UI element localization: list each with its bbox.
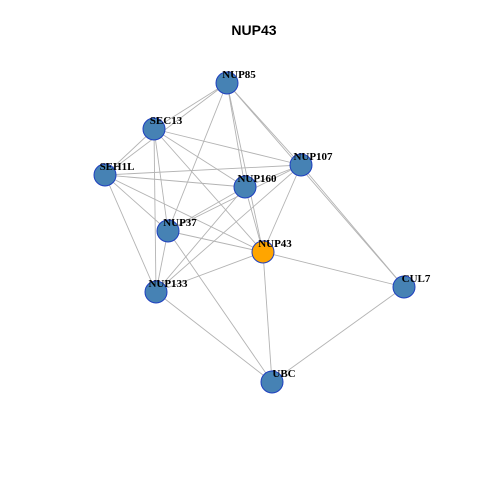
node-label-nup43: NUP43 [258, 238, 292, 250]
node-nup43[interactable] [251, 240, 275, 264]
edge-seh1l-nup107 [104, 164, 302, 176]
node-nup85[interactable] [215, 71, 239, 95]
node-nup37[interactable] [156, 219, 180, 243]
edge-seh1l-nup43 [104, 174, 264, 253]
edge-nup107-cul7 [300, 164, 405, 288]
edge-nup85-cul7 [226, 82, 405, 288]
edge-nup85-sec13 [153, 82, 228, 130]
node-label-seh1l: SEH1L [100, 161, 135, 173]
edge-nup85-seh1l [104, 82, 228, 176]
node-label-nup85: NUP85 [222, 69, 256, 81]
edge-nup160-nup37 [167, 186, 246, 232]
node-layer [93, 71, 416, 394]
node-label-cul7: CUL7 [402, 273, 431, 285]
node-nup107[interactable] [289, 153, 313, 177]
node-nup133[interactable] [144, 280, 168, 304]
edge-seh1l-nup160 [104, 174, 246, 188]
node-cul7[interactable] [392, 275, 416, 299]
edge-sec13-nup43 [153, 128, 264, 253]
node-sec13[interactable] [142, 117, 166, 141]
edge-layer [104, 82, 405, 383]
node-label-ubc: UBC [272, 368, 295, 380]
edge-nup133-ubc [155, 291, 273, 383]
node-label-nup160: NUP160 [237, 173, 277, 185]
edge-nup37-nup43 [167, 230, 264, 253]
node-label-sec13: SEC13 [150, 115, 183, 127]
edge-seh1l-nup37 [104, 174, 169, 232]
node-seh1l[interactable] [93, 163, 117, 187]
node-ubc[interactable] [260, 370, 284, 394]
edge-seh1l-nup133 [104, 174, 157, 293]
edge-nup43-ubc [262, 251, 273, 383]
node-label-nup133: NUP133 [148, 278, 188, 290]
edge-nup43-nup133 [155, 251, 264, 293]
edge-cul7-ubc [271, 286, 405, 383]
node-label-nup107: NUP107 [293, 151, 333, 163]
edge-nup43-cul7 [262, 251, 405, 288]
edge-nup107-nup43 [262, 164, 302, 253]
edge-nup37-ubc [167, 230, 273, 383]
edge-sec13-nup107 [153, 128, 302, 166]
diagram-title: NUP43 [231, 22, 276, 38]
edge-nup85-nup107 [226, 82, 302, 166]
edge-sec13-nup160 [153, 128, 246, 188]
edge-sec13-nup133 [153, 128, 157, 293]
node-label-nup37: NUP37 [163, 217, 197, 229]
edge-nup160-nup133 [155, 186, 246, 293]
edge-nup85-nup160 [226, 82, 246, 188]
node-nup160[interactable] [233, 175, 257, 199]
edge-nup107-nup37 [167, 164, 302, 232]
edge-nup107-nup133 [155, 164, 302, 293]
